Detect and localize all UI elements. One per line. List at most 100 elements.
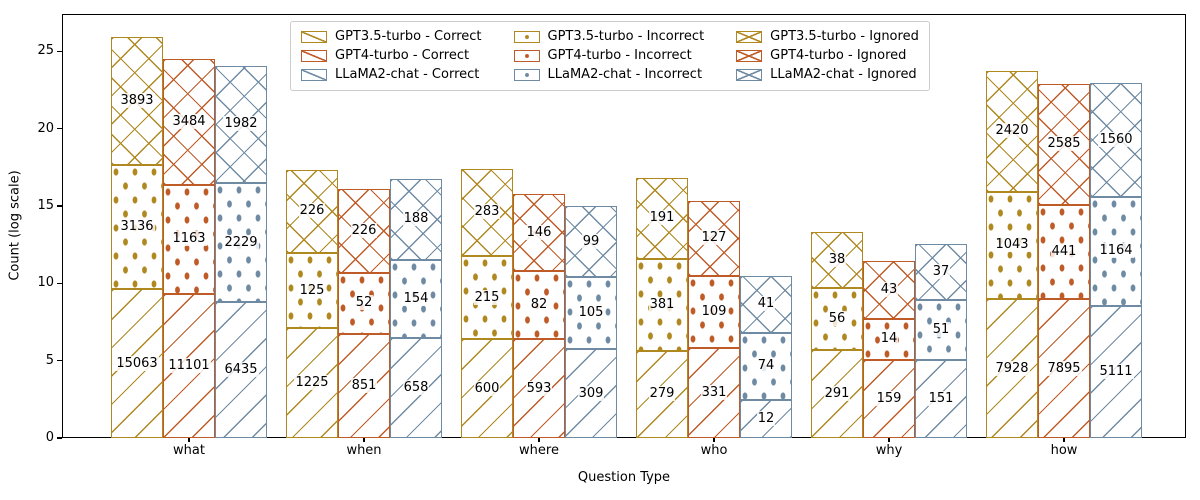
bar-value-label: 7895 xyxy=(1038,360,1090,376)
bar-value-label: 52 xyxy=(338,295,390,311)
legend-entry: GPT4-turbo - Incorrect xyxy=(513,48,705,64)
legend-entry: GPT4-turbo - Correct xyxy=(301,48,482,64)
x-axis-label: Question Type xyxy=(577,470,671,485)
bar-value-text: 1043 xyxy=(994,237,1030,253)
bar-value-label: 191 xyxy=(636,210,688,226)
bar-value-text: 851 xyxy=(350,377,378,393)
bar-value-label: 600 xyxy=(461,380,513,396)
bar-segment xyxy=(390,259,442,338)
bar-value-label: 381 xyxy=(636,296,688,312)
x-tick xyxy=(538,438,540,442)
legend-swatch-icon xyxy=(736,50,763,62)
bar-value-label: 658 xyxy=(390,379,442,395)
bar-value-label: 146 xyxy=(513,224,565,240)
bar-value-text: 2420 xyxy=(994,123,1030,139)
y-tick-label: 0 xyxy=(45,430,54,445)
legend-entry: GPT3.5-turbo - Incorrect xyxy=(513,29,705,45)
bar-value-label: 226 xyxy=(286,203,338,219)
bar-value-label: 441 xyxy=(1038,244,1090,260)
bar-value-text: 52 xyxy=(354,295,374,311)
legend-entry: LLaMA2-chat - Ignored xyxy=(736,67,919,83)
legend-label: LLaMA2-chat - Incorrect xyxy=(547,67,703,82)
bar-value-text: 291 xyxy=(823,386,851,402)
bar-value-text: 125 xyxy=(298,282,326,298)
bar-value-label: 1043 xyxy=(986,237,1038,253)
bar-value-text: 215 xyxy=(473,289,501,305)
bar-value-text: 226 xyxy=(350,222,378,238)
bar-value-label: 37 xyxy=(915,263,967,279)
bar-segment xyxy=(461,168,513,256)
bar-value-text: 1982 xyxy=(223,116,259,132)
bar-value-label: 3893 xyxy=(111,92,163,108)
bar-value-label: 41 xyxy=(740,296,792,312)
legend-swatch-icon xyxy=(736,31,763,43)
bar-segment xyxy=(863,318,915,360)
y-axis-label: Count (log scale) xyxy=(7,170,23,281)
bar-value-label: 99 xyxy=(565,233,617,249)
bar-value-text: 43 xyxy=(879,281,899,297)
legend-swatch-icon xyxy=(513,50,540,62)
legend-label: LLaMA2-chat - Ignored xyxy=(770,67,917,82)
bar-value-label: 38 xyxy=(811,251,863,267)
legend-swatch-icon xyxy=(513,69,540,81)
bar-segment xyxy=(811,350,863,438)
y-tick xyxy=(57,50,62,52)
bar-value-text: 109 xyxy=(700,303,728,319)
bar-value-text: 600 xyxy=(473,380,501,396)
bar-value-label: 11101 xyxy=(163,357,215,373)
bar-value-text: 154 xyxy=(402,290,430,306)
bar-value-text: 1163 xyxy=(171,231,207,247)
bar-value-label: 3484 xyxy=(163,113,215,129)
bar-value-text: 127 xyxy=(700,230,728,246)
bar-value-label: 215 xyxy=(461,289,513,305)
bar-value-text: 593 xyxy=(525,380,553,396)
legend-swatch-icon xyxy=(736,69,763,81)
bar-segment xyxy=(215,183,267,303)
x-tick xyxy=(188,438,190,442)
bar-value-label: 2420 xyxy=(986,123,1038,139)
y-tick-label: 25 xyxy=(37,43,54,59)
bar-value-text: 226 xyxy=(298,203,326,219)
x-tick-label: what xyxy=(173,443,205,458)
bar-value-label: 127 xyxy=(688,230,740,246)
bar-value-label: 7928 xyxy=(986,360,1038,376)
bar-value-label: 74 xyxy=(740,358,792,374)
bar-value-text: 3136 xyxy=(119,218,155,234)
x-tick-label: where xyxy=(519,443,559,458)
x-tick-label: how xyxy=(1050,443,1078,458)
bar-value-text: 7895 xyxy=(1046,360,1082,376)
legend-label: GPT4-turbo - Correct xyxy=(335,48,470,63)
bar-value-label: 291 xyxy=(811,386,863,402)
legend-swatch-icon xyxy=(301,50,327,62)
bar-value-label: 15063 xyxy=(111,355,163,371)
bar-value-label: 593 xyxy=(513,380,565,396)
bar-value-text: 56 xyxy=(827,311,847,327)
bar-value-text: 12 xyxy=(756,410,776,426)
bar-value-label: 56 xyxy=(811,311,863,327)
bar-value-label: 159 xyxy=(863,390,915,406)
bar-value-text: 309 xyxy=(577,385,605,401)
bar-value-text: 14 xyxy=(879,331,899,347)
bar-value-text: 82 xyxy=(529,297,549,313)
bar-value-text: 331 xyxy=(700,385,728,401)
bar-value-text: 3893 xyxy=(119,92,155,108)
bar-value-label: 188 xyxy=(390,211,442,227)
x-tick xyxy=(1063,438,1065,442)
bar-segment xyxy=(1038,205,1090,300)
bar-value-text: 74 xyxy=(756,358,776,374)
y-tick xyxy=(57,205,62,207)
bar-segment xyxy=(286,253,338,329)
bar-segment xyxy=(461,339,513,438)
bar-value-text: 51 xyxy=(931,322,951,337)
legend-swatch-icon xyxy=(513,31,540,43)
bar-value-text: 658 xyxy=(402,379,430,395)
bar-value-label: 851 xyxy=(338,377,390,393)
bar-value-label: 309 xyxy=(565,385,617,401)
legend-label: GPT3.5-turbo - Incorrect xyxy=(547,29,705,44)
bar-value-text: 279 xyxy=(648,386,676,402)
bar-value-text: 11101 xyxy=(167,357,211,373)
bar-value-text: 15063 xyxy=(115,355,159,371)
x-tick-label: when xyxy=(346,443,382,458)
